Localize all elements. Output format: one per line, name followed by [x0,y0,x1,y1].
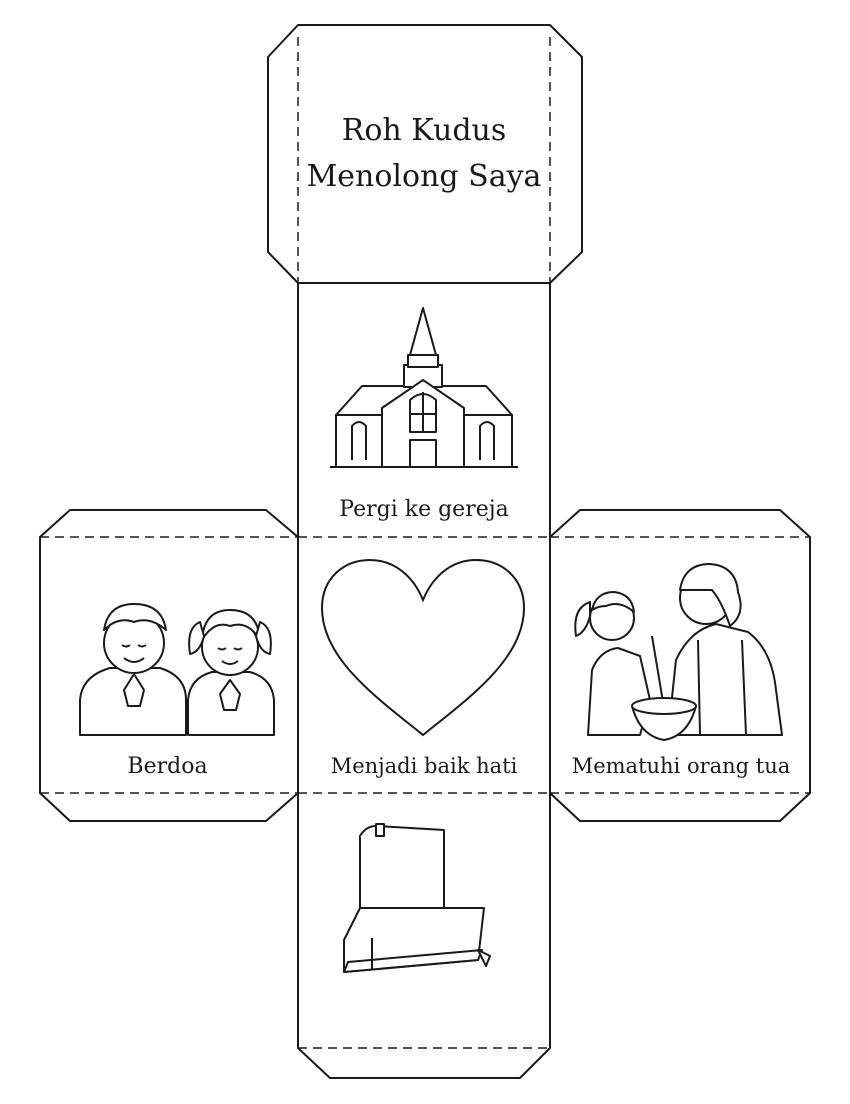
heart-icon [320,558,526,737]
scripture-books-icon [343,823,491,973]
middle-column-outline [297,283,551,1079]
face-label-pray: Berdoa [127,754,208,779]
title-line-1: Roh Kudus [341,113,507,148]
left-face-outline [39,509,299,822]
face-label-kind: Menjadi baik hati [330,754,518,778]
face-label-obey: Mematuhi orang tua [571,754,791,778]
church-icon [330,307,518,468]
right-face-outline [549,509,811,822]
page-title: Roh Kudus Menolong Saya [298,108,550,200]
title-line-2: Menolong Saya [306,159,542,194]
mother-daughter-baking-icon [574,563,783,741]
face-label-church: Pergi ke gereja [339,497,509,522]
praying-children-icon [79,603,275,736]
